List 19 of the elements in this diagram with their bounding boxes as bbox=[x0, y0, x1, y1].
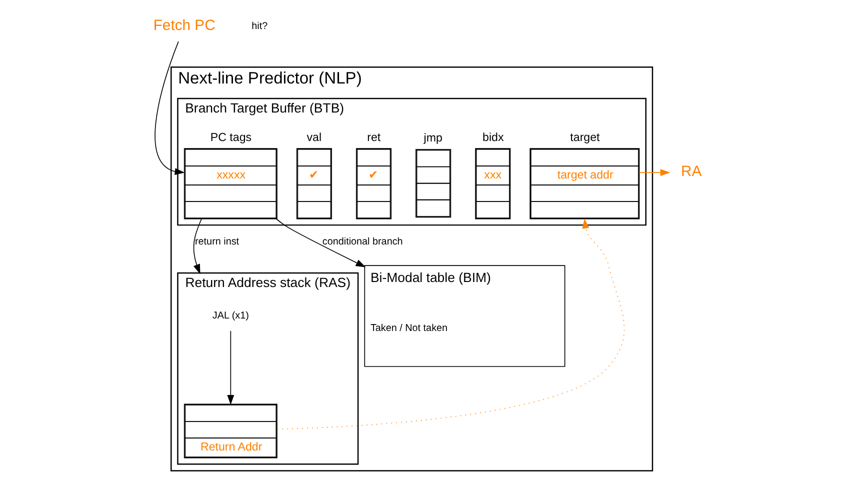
label: hit? bbox=[251, 21, 268, 32]
node-label: target bbox=[570, 132, 600, 144]
node-box: Bi-Modal table (BIM) Taken / Not taken bbox=[364, 265, 565, 367]
node-label: bidx bbox=[482, 132, 504, 144]
node-text: Fetch PC bbox=[152, 18, 215, 34]
arrow bbox=[275, 218, 366, 268]
node-label: ret bbox=[366, 132, 380, 144]
arrow bbox=[276, 218, 624, 430]
arrow bbox=[226, 330, 234, 405]
node-text: JAL (x1) bbox=[212, 310, 248, 322]
node-text: RA bbox=[680, 164, 702, 180]
node-label: PC tags bbox=[210, 132, 252, 144]
node-label: val bbox=[306, 132, 322, 144]
edge-label: conditional branch bbox=[322, 236, 402, 248]
arrow bbox=[154, 41, 184, 176]
edge-label: return inst bbox=[194, 236, 239, 248]
node-label: jmp bbox=[423, 132, 442, 145]
arrow bbox=[192, 218, 202, 274]
arrow bbox=[638, 169, 670, 176]
